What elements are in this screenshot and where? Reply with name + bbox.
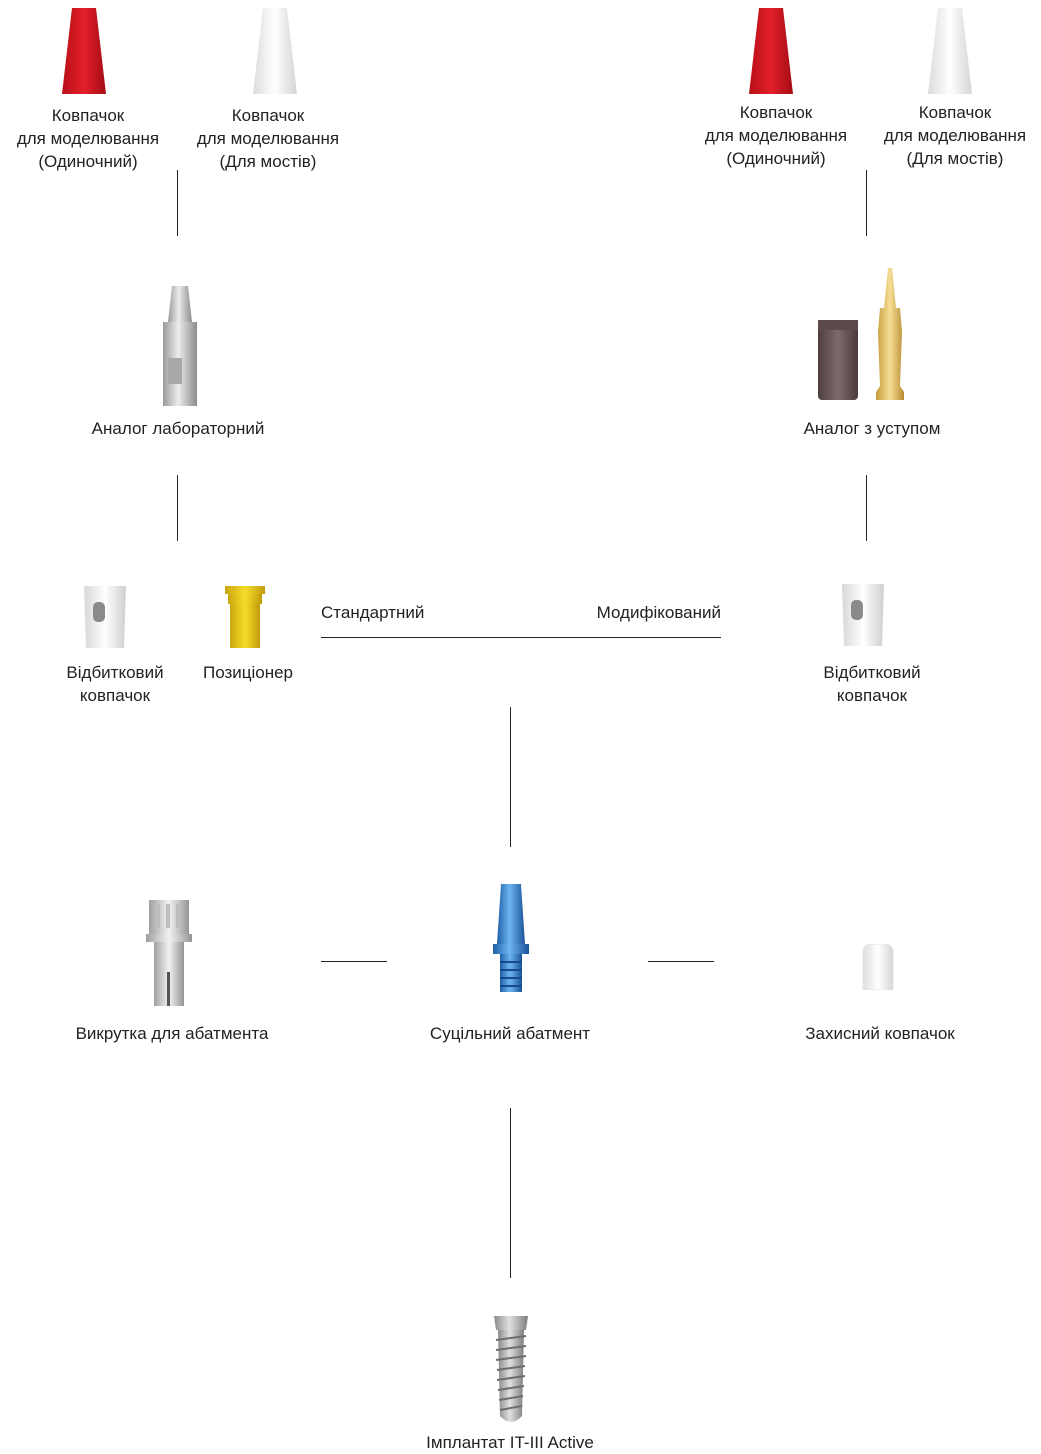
connector-line xyxy=(510,1108,511,1278)
connector-line xyxy=(177,170,178,236)
white-burnout-cap-image-right xyxy=(924,8,976,94)
red-burnout-cap-image-right xyxy=(745,8,797,94)
implant-image xyxy=(492,1316,530,1428)
standard-label: Стандартний xyxy=(321,603,425,622)
protective-cap-label: Захисний ковпачок xyxy=(805,1024,955,1043)
implant-label: Імплантат IT-III Active xyxy=(426,1433,594,1452)
connector-line xyxy=(321,961,387,962)
screwdriver-label: Викрутка для абатмента xyxy=(75,1024,269,1043)
standard-modified-line xyxy=(321,637,721,638)
positioner-label: Позиціонер xyxy=(202,663,294,682)
solid-abutment-label: Суцільний абатмент xyxy=(429,1024,591,1043)
connector-line xyxy=(866,475,867,541)
connector-line xyxy=(648,961,714,962)
shoulder-analog-label: Аналог з уступом xyxy=(803,419,941,438)
lab-analog-image xyxy=(160,286,200,406)
lab-analog-label: Аналог лабораторний xyxy=(91,419,265,438)
shoulder-analog-image xyxy=(816,268,916,400)
white-burnout-cap-image-left xyxy=(249,8,301,94)
red-burnout-cap-image-left xyxy=(58,8,110,94)
connector-line xyxy=(177,475,178,541)
screwdriver-image xyxy=(146,900,192,1006)
impression-cap-image-right xyxy=(840,584,886,646)
impression-cap-image-left xyxy=(82,586,128,648)
modified-label: Модифікований xyxy=(596,603,721,622)
protective-cap-image xyxy=(861,944,895,990)
connector-line xyxy=(866,170,867,236)
connector-line xyxy=(510,707,511,847)
positioner-image xyxy=(225,584,265,648)
solid-abutment-image xyxy=(491,884,531,992)
